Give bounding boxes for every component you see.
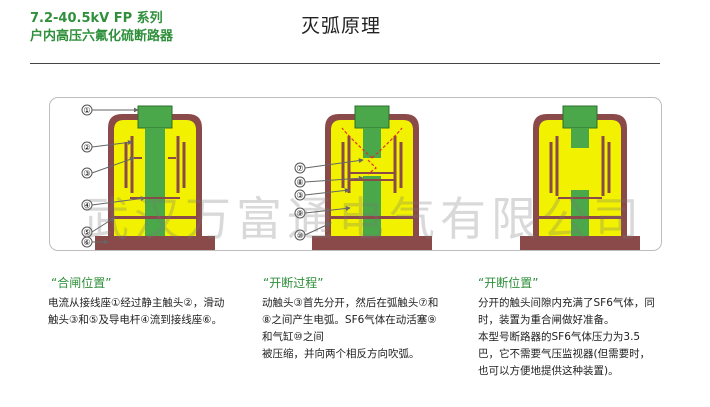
product-line: 户内高压六氟化硫断路器 xyxy=(30,29,174,44)
desc-line: 巴，它不需要气压监视器(但需要时， xyxy=(478,348,651,360)
svg-text:⑦: ⑦ xyxy=(296,164,303,173)
description-closed-position: 电流从接线座①经过静主触头②，滑动 触头③和⑤及导电杆④流到接线座⑥。 xyxy=(48,295,224,329)
header-divider xyxy=(30,63,660,64)
label-4: ④ xyxy=(81,196,146,211)
open-position-diagram xyxy=(520,105,640,250)
closed-position-diagram: ① ② ③ ④ ⑤ ⑥ xyxy=(81,104,215,250)
desc-line: 电流从接线座①经过静主触头②，滑动 xyxy=(48,297,225,309)
arc-principle-diagrams: ① ② ③ ④ ⑤ ⑥ ⑦ xyxy=(81,104,640,250)
svg-text:①: ① xyxy=(83,106,90,115)
label-3b: ③ xyxy=(294,187,350,201)
desc-line: 动触头③首先分开，然后在弧触头⑦和 xyxy=(262,297,439,309)
callouts-diagram2: ⑦ ⑧ ③ ⑨ ⑩ xyxy=(294,158,364,241)
arc-flow-lines xyxy=(341,127,403,175)
label-7: ⑦ xyxy=(294,158,364,174)
caption-breaking-process: “开断过程” xyxy=(263,276,324,290)
description-open-position: 分开的触头间隙内充满了SF6气体，同 时，装置为重合闸做好准备。 本型号断路器的… xyxy=(478,295,655,380)
label-3: ③ xyxy=(81,157,135,179)
page-title: 灭弧原理 xyxy=(301,15,382,37)
svg-text:⑥: ⑥ xyxy=(83,238,90,247)
label-9: ⑨ xyxy=(294,205,351,219)
caption-closed-position: “合闸位置” xyxy=(51,276,112,290)
svg-text:④: ④ xyxy=(83,201,90,210)
callouts-diagram1: ① ② ③ ④ ⑤ ⑥ xyxy=(81,104,146,248)
svg-text:⑤: ⑤ xyxy=(83,228,90,237)
desc-line: 也可以方便地提供这种装置)。 xyxy=(478,365,619,377)
diagram-panel: ① ② ③ ④ ⑤ ⑥ ⑦ xyxy=(49,97,662,251)
desc-line: 触头③和⑤及导电杆④流到接线座⑥。 xyxy=(48,314,223,326)
desc-line: 和气缸⑩之间 xyxy=(262,331,324,343)
label-6: ⑥ xyxy=(81,236,109,248)
svg-text:⑩: ⑩ xyxy=(297,232,303,240)
product-header: 7.2-40.5kV FP 系列 户内高压六氟化硫断路器 xyxy=(30,10,173,46)
desc-line: 本型号断路器的SF6气体压力为3.5 xyxy=(478,331,641,343)
desc-line: ⑧之间产生电弧。SF6气体在动活塞⑨ xyxy=(262,314,437,326)
label-2: ② xyxy=(81,140,133,153)
label-8: ⑧ xyxy=(294,175,364,188)
description-breaking-process: 动触头③首先分开，然后在弧触头⑦和 ⑧之间产生电弧。SF6气体在动活塞⑨ 和气缸… xyxy=(262,295,438,363)
svg-text:⑧: ⑧ xyxy=(296,178,303,187)
label-1: ① xyxy=(81,104,139,116)
svg-text:⑨: ⑨ xyxy=(296,209,303,218)
svg-text:②: ② xyxy=(83,143,90,152)
caption-open-position: “开断位置” xyxy=(478,276,539,290)
svg-text:③: ③ xyxy=(83,169,90,178)
desc-line: 被压缩，并向两个相反方向吹弧。 xyxy=(262,348,420,360)
series-line: 7.2-40.5kV FP 系列 xyxy=(30,11,163,26)
svg-text:③: ③ xyxy=(296,191,303,200)
breaking-process-diagram: ⑦ ⑧ ③ ⑨ ⑩ xyxy=(294,105,432,250)
desc-line: 时，装置为重合闸做好准备。 xyxy=(478,314,615,326)
desc-line: 分开的触头间隙内充满了SF6气体，同 xyxy=(478,297,655,309)
label-10: ⑩ xyxy=(294,222,332,241)
